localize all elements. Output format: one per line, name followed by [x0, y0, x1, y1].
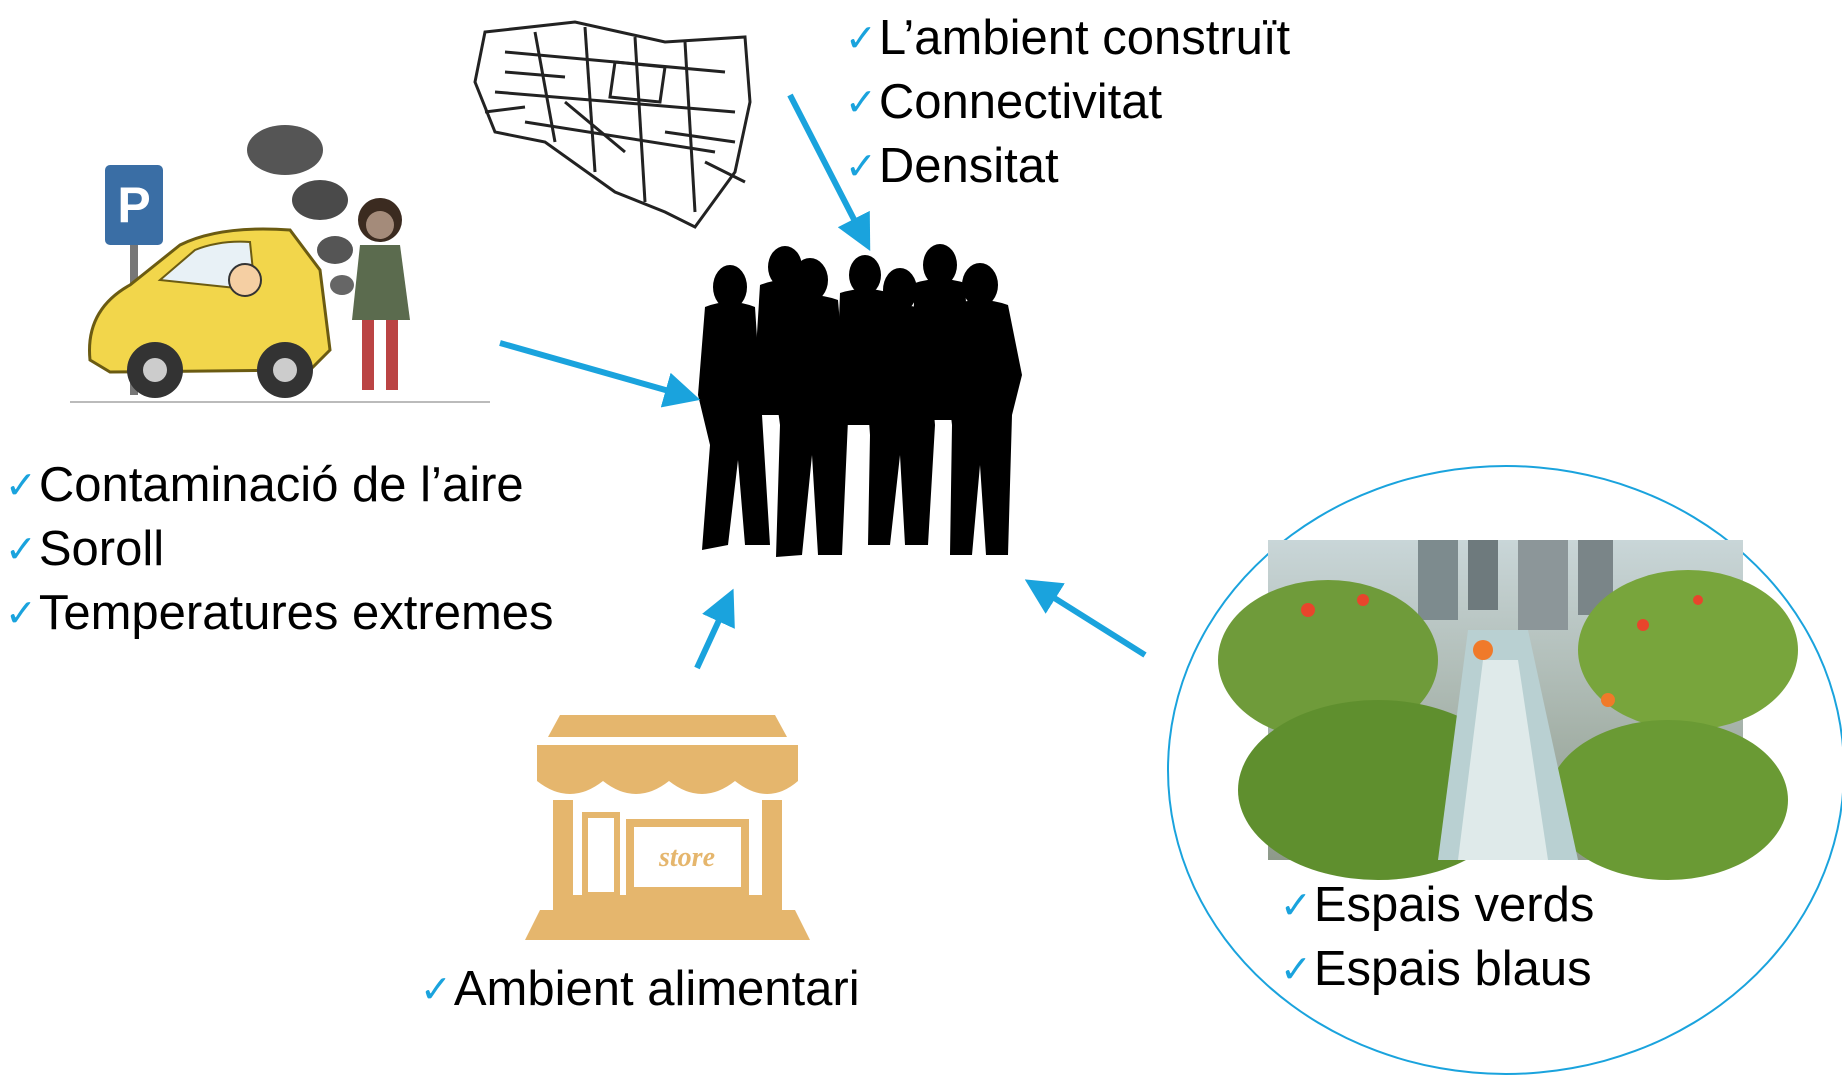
green-blue-spaces-list: ✓Espais verds ✓Espais blaus [1280, 873, 1594, 1001]
arrow-from-green-blue [1024, 579, 1147, 658]
built-environment-list: ✓L’ambient construït ✓Connectivitat ✓Den… [845, 6, 1290, 198]
checkmark-icon: ✓ [420, 967, 452, 1011]
list-item: ✓Soroll [5, 517, 554, 581]
list-item: ✓Ambient alimentari [420, 957, 860, 1021]
parking-sign [105, 165, 163, 245]
arrow-from-food [694, 588, 735, 670]
people-silhouette [698, 244, 1022, 557]
checkmark-icon: ✓ [845, 80, 877, 124]
arrow-from-pollution [499, 340, 701, 408]
food-environment-list: ✓Ambient alimentari [420, 957, 860, 1021]
list-item: ✓Temperatures extremes [5, 581, 554, 645]
list-item: ✓Espais blaus [1280, 937, 1594, 1001]
arrow-from-built-environment [787, 93, 871, 252]
list-item: ✓L’ambient construït [845, 6, 1290, 70]
street-map-illustration [473, 20, 752, 229]
urban-river-photo [1218, 540, 1798, 880]
store-icon: store [525, 715, 810, 940]
checkmark-icon: ✓ [845, 16, 877, 60]
list-item: ✓Espais verds [1280, 873, 1594, 937]
checkmark-icon: ✓ [5, 591, 37, 635]
car-pollution-illustration: P [70, 125, 490, 403]
pollution-list: ✓Contaminació de l’aire ✓Soroll ✓Tempera… [5, 453, 554, 645]
parking-sign-letter: P [117, 177, 150, 233]
checkmark-icon: ✓ [5, 463, 37, 507]
list-item: ✓Connectivitat [845, 70, 1290, 134]
checkmark-icon: ✓ [5, 527, 37, 571]
store-sign-label: store [658, 842, 715, 873]
checkmark-icon: ✓ [1280, 883, 1312, 927]
green-blue-spaces-circle [1167, 465, 1842, 1075]
checkmark-icon: ✓ [1280, 947, 1312, 991]
checkmark-icon: ✓ [845, 144, 877, 188]
list-item: ✓Contaminació de l’aire [5, 453, 554, 517]
list-item: ✓Densitat [845, 134, 1290, 198]
